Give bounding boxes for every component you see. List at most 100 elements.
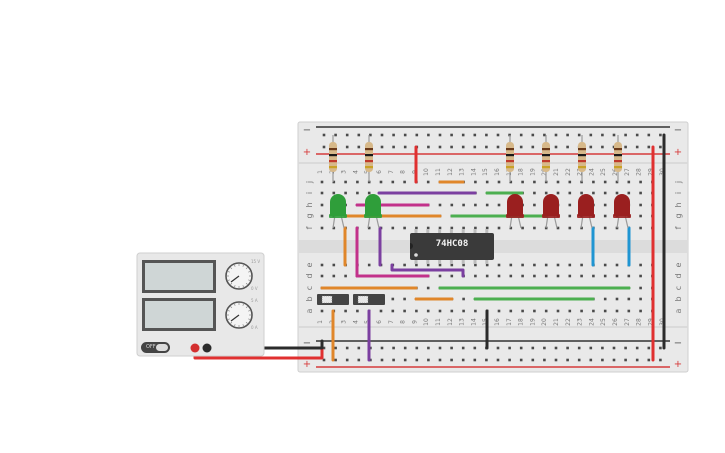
terminal-hole: [556, 309, 560, 313]
column-label: 1: [317, 170, 324, 174]
terminal-hole: [603, 203, 607, 207]
rail-hole: [589, 145, 593, 149]
rail-hole: [519, 358, 523, 362]
knob-tick: [248, 279, 251, 281]
resistor-band: [365, 154, 373, 157]
rail-hole: [531, 145, 535, 149]
row-label: c: [674, 286, 683, 290]
terminal-hole: [544, 191, 548, 195]
rail-hole: [473, 145, 477, 149]
rail-hole: [589, 133, 593, 137]
terminal-hole: [391, 180, 395, 184]
rail-hole: [403, 145, 407, 149]
rail-hole: [647, 358, 651, 362]
terminal-hole: [521, 309, 524, 313]
knob-tick: [242, 324, 244, 327]
terminal-hole: [320, 274, 324, 278]
row-label: h: [305, 202, 314, 207]
column-label: 8: [400, 170, 407, 174]
column-label: 3: [341, 170, 348, 174]
rail-hole: [450, 358, 453, 362]
terminal-hole: [509, 226, 513, 230]
ic-pin: [414, 260, 418, 264]
rail-hole: [659, 346, 662, 350]
terminal-hole: [426, 309, 430, 313]
knob-tick: [227, 310, 230, 312]
terminal-hole: [556, 191, 560, 195]
terminal-hole: [615, 297, 619, 301]
terminal-hole: [403, 297, 406, 301]
column-label: 20: [541, 318, 548, 326]
rail-minus-sign: −: [303, 125, 311, 136]
rail-hole: [461, 358, 465, 362]
rail-hole: [635, 145, 639, 149]
terminal-hole: [450, 274, 454, 278]
rail-hole: [380, 346, 384, 350]
rail-hole: [543, 358, 546, 362]
rail-hole: [345, 346, 349, 350]
rail-hole: [531, 346, 535, 350]
knob-tick: [245, 321, 248, 324]
terminal-hole: [367, 191, 371, 195]
knob-tick: [248, 310, 251, 312]
terminal-hole: [485, 180, 489, 184]
terminal-hole: [497, 203, 501, 207]
rail-hole: [345, 133, 349, 137]
knob-tick: [230, 282, 233, 285]
terminal-hole: [533, 226, 536, 230]
terminal-hole: [320, 309, 324, 313]
column-label: 4: [352, 320, 359, 324]
row-label: j: [305, 181, 314, 184]
current-display: [145, 301, 213, 328]
terminal-hole: [438, 309, 442, 313]
terminal-hole: [320, 214, 324, 218]
column-label: 14: [470, 168, 477, 176]
terminal-hole: [320, 226, 324, 230]
column-label: 28: [636, 168, 643, 176]
terminal-hole: [474, 203, 477, 207]
rail-minus-sign: −: [674, 125, 682, 136]
terminal-hole: [568, 214, 572, 218]
resistor-band: [329, 166, 337, 169]
terminal-hole: [556, 263, 560, 267]
column-label: 6: [376, 170, 383, 174]
terminal-hole: [521, 274, 524, 278]
switch-slider-grip: [321, 295, 333, 304]
terminal-hole: [403, 309, 406, 313]
rail-hole: [635, 133, 639, 137]
rail-hole: [461, 133, 465, 137]
terminal-hole: [438, 263, 442, 267]
resistor-band: [578, 148, 586, 151]
terminal-hole: [639, 226, 642, 230]
rail-plus-sign: +: [674, 147, 682, 158]
resistor-band: [614, 148, 622, 151]
column-label: 11: [435, 168, 442, 176]
terminal-hole: [568, 180, 572, 184]
knob-tick: [248, 271, 251, 273]
terminal-hole: [580, 309, 583, 313]
terminal-hole: [403, 263, 406, 267]
terminal-hole: [344, 274, 347, 278]
knob-tick: [234, 264, 236, 267]
rail-separator-top: [298, 162, 688, 164]
rail-hole: [566, 346, 569, 350]
terminal-hole: [438, 274, 442, 278]
resistor-band: [506, 154, 514, 157]
rail-separator-bottom: [298, 326, 688, 328]
terminal-hole: [603, 309, 607, 313]
resistor-band: [365, 160, 373, 163]
resistor-band: [329, 160, 337, 163]
rail-hole: [612, 133, 616, 137]
row-label: g: [674, 213, 683, 218]
knob-tick: [245, 306, 248, 309]
rail-hole: [392, 358, 395, 362]
rail-hole: [659, 358, 662, 362]
rail-hole: [450, 133, 453, 137]
column-label: 5: [364, 170, 371, 174]
terminal-hole: [497, 309, 501, 313]
terminal-hole: [474, 309, 477, 313]
switch-slider: [358, 296, 368, 303]
row-label: g: [305, 213, 314, 218]
rail-hole: [450, 145, 453, 149]
rail-hole: [577, 133, 581, 137]
